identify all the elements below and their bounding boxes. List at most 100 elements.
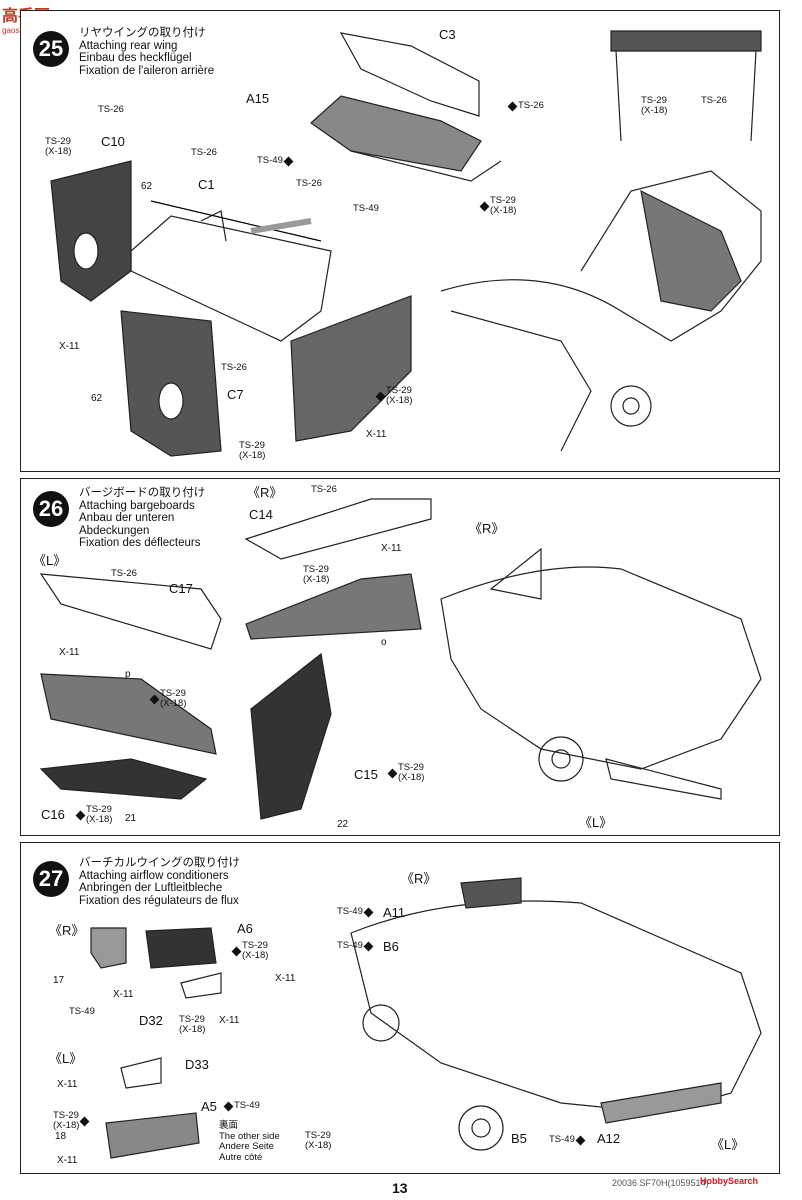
- cement-label: X-11: [59, 647, 80, 658]
- paint-callout: TS-29(X-18): [231, 940, 269, 961]
- title-fr: Fixation des régulateurs de flux: [79, 894, 239, 907]
- other-side-note: 裏面 The other side Andere Seite Autre côt…: [219, 1120, 280, 1163]
- paint-dot-icon: [75, 810, 86, 820]
- paint-dot-icon: [363, 941, 374, 951]
- paint-code: TS-26: [311, 484, 337, 495]
- note-de: Andere Seite: [219, 1141, 274, 1152]
- footer-code: 20036 SF70H(1059514): [612, 1178, 709, 1188]
- part-a15-label: A15: [246, 91, 270, 106]
- part-c17-label: C17: [169, 581, 193, 596]
- step-number-badge: 27: [33, 861, 69, 897]
- paint-code: TS-29: [53, 1110, 79, 1121]
- paint-dot-icon: [231, 946, 242, 956]
- paint-callout: TS-26: [701, 96, 727, 106]
- part-c14-label: C14: [249, 507, 273, 522]
- paint-alt-code: (X-18): [490, 205, 517, 216]
- paint-callout: TS-29(X-18): [239, 441, 265, 461]
- title-de: Anbau der unteren: [79, 512, 175, 524]
- paint-dot-icon: [363, 907, 374, 917]
- reference-number: 21: [125, 813, 137, 824]
- paint-callout: TS-26: [296, 179, 322, 189]
- paint-code: TS-26: [296, 178, 322, 189]
- title-fr: Fixation des déflecteurs: [79, 537, 201, 549]
- rear-wing-diagram: [50, 30, 762, 457]
- paint-dot-icon: [479, 201, 490, 211]
- paint-callout: TS-49: [353, 204, 379, 214]
- paint-code: TS-29: [242, 940, 268, 951]
- paint-callout: TS-49: [549, 1135, 586, 1145]
- paint-callout: TS-29(X-18): [75, 805, 112, 825]
- paint-callout: TS-29(X-18): [375, 385, 412, 406]
- title-ja: バージボードの取り付け: [79, 487, 206, 499]
- title-de: Einbau des heckflügel: [79, 52, 192, 64]
- reference-number: 18: [55, 1131, 67, 1142]
- paint-dot-icon: [79, 1116, 90, 1126]
- paint-code: TS-29: [386, 385, 412, 396]
- paint-code: TS-49: [257, 155, 283, 166]
- side-marker-left: 《L》: [711, 1137, 745, 1152]
- paint-dot-icon: [575, 1135, 586, 1145]
- paint-callout: TS-29(X-18): [641, 96, 667, 116]
- reference-number: 17: [53, 975, 65, 986]
- paint-code: TS-26: [221, 362, 247, 373]
- reference-number: 22: [337, 819, 349, 830]
- title-en: Attaching rear wing: [79, 39, 178, 52]
- paint-callout: TS-29(X-18): [179, 1015, 205, 1035]
- title-de: Anbringen der Luftleitbleche: [79, 882, 223, 894]
- paint-code: TS-49: [337, 906, 363, 917]
- reference-letter: p: [125, 669, 131, 680]
- paint-code: TS-29: [398, 762, 424, 773]
- paint-code: TS-49: [353, 203, 379, 214]
- part-a6-label: A6: [237, 921, 253, 936]
- paint-callout: TS-49: [257, 155, 294, 166]
- paint-code: TS-26: [191, 147, 217, 158]
- title-ja: リヤウイングの取り付け: [79, 27, 206, 39]
- side-marker-right: 《R》: [401, 871, 437, 886]
- paint-code: TS-29: [303, 564, 329, 575]
- paint-callout: TS-29(X-18): [45, 137, 71, 157]
- title-de-2: Abdeckungen: [79, 524, 150, 537]
- paint-alt-code: (X-18): [45, 146, 72, 157]
- part-d33-label: D33: [185, 1057, 209, 1072]
- paint-code: TS-26: [701, 95, 727, 106]
- cement-label: X-11: [381, 543, 402, 554]
- paint-dot-icon: [387, 768, 398, 778]
- side-marker-left: 《L》: [579, 815, 613, 830]
- paint-code: TS-29: [641, 95, 667, 106]
- note-fr: Autre côté: [219, 1151, 263, 1163]
- part-a12-label: A12: [597, 1131, 621, 1146]
- paint-alt-code: (X-18): [179, 1024, 206, 1035]
- paint-callout: TS-26: [191, 148, 217, 158]
- step-title: バーチカルウイングの取り付け Attaching airflow conditi…: [79, 857, 240, 907]
- paint-callout: TS-26: [311, 485, 337, 495]
- paint-callout: TS-49: [337, 941, 374, 951]
- paint-code: TS-49: [69, 1006, 95, 1017]
- paint-alt-code: (X-18): [641, 105, 668, 116]
- paint-callout: TS-26: [507, 101, 544, 111]
- bargeboard-diagram: [39, 498, 762, 820]
- step-title: バージボードの取り付け Attaching bargeboards Anbau …: [79, 487, 205, 550]
- cement-label: X-11: [275, 973, 296, 984]
- paint-alt-code: (X-18): [239, 450, 266, 461]
- paint-callout: TS-26: [221, 363, 247, 373]
- cement-label: X-11: [57, 1079, 78, 1090]
- step-title: リヤウイングの取り付け Attaching rear wing Einbau d…: [79, 27, 214, 77]
- paint-callout: TS-29(X-18): [305, 1131, 331, 1151]
- side-marker-right: 《R》: [469, 521, 505, 536]
- paint-callout: TS-49: [223, 1101, 260, 1111]
- part-c7-label: C7: [227, 387, 244, 402]
- part-c3-label: C3: [439, 27, 456, 42]
- side-marker-left: 《L》: [33, 553, 67, 568]
- paint-code: TS-29: [45, 136, 71, 147]
- part-b5-label: B5: [511, 1131, 527, 1146]
- title-en: Attaching airflow conditioners: [79, 869, 229, 882]
- page-number: 13: [392, 1180, 408, 1196]
- paint-code: TS-26: [111, 568, 137, 579]
- paint-code: TS-29: [239, 440, 265, 451]
- cement-label: X-11: [57, 1155, 78, 1166]
- note-en: The other side: [219, 1130, 280, 1142]
- paint-code: TS-29: [179, 1014, 205, 1025]
- part-c15-label: C15: [354, 767, 378, 782]
- paint-alt-code: (X-18): [242, 950, 269, 961]
- side-marker-left: 《L》: [49, 1051, 83, 1066]
